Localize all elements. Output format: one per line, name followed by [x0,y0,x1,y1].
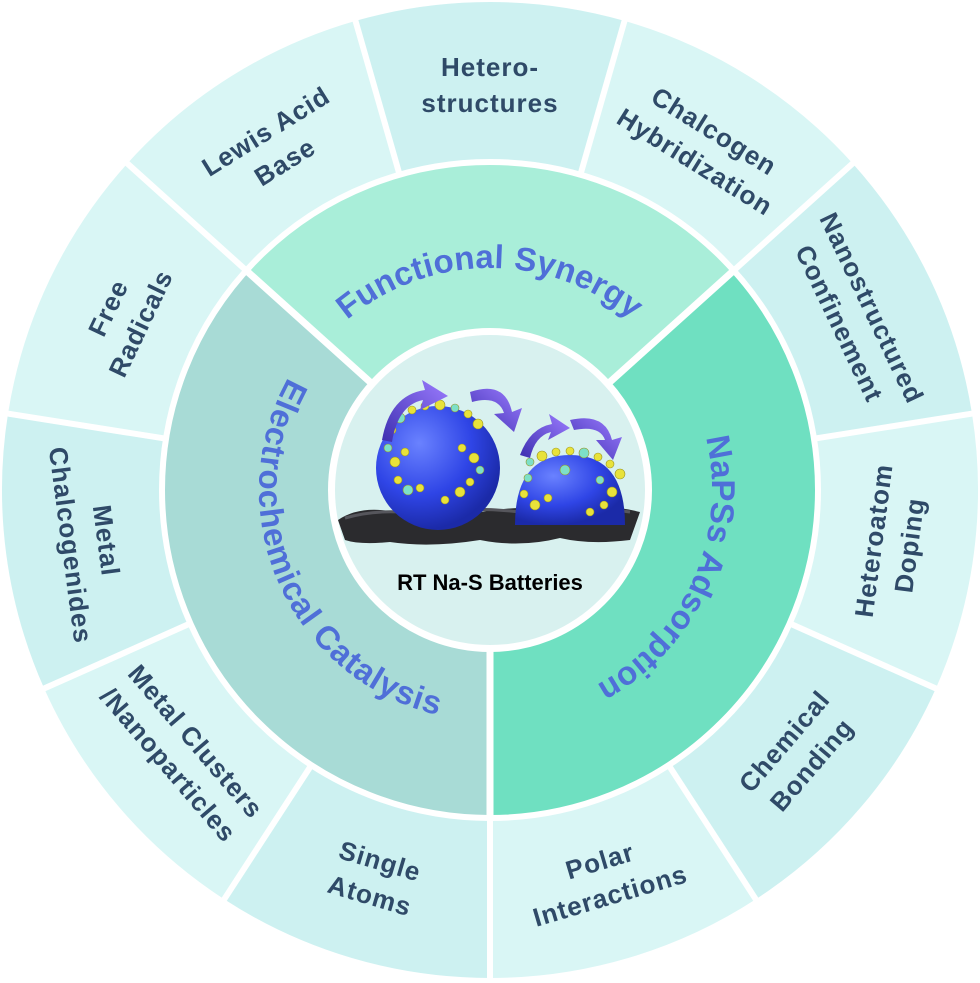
outer-divider [41,620,192,693]
outer-divider [666,763,760,903]
ring-border [159,159,821,821]
outer-divider [220,763,314,903]
sulfur-atom [463,409,473,419]
outer-segment-single-atoms [224,765,490,978]
conversion-arrow-icon [470,388,522,432]
category-divider [602,267,737,389]
sulfur-atom [614,468,626,480]
sulfur-atom [465,477,475,487]
category-divider [243,267,378,389]
sulfur-atom [407,405,417,415]
sulfur-atom [606,486,618,498]
outer-segment-nanostructured-confinement [733,163,972,439]
conversion-arrow-icon [570,418,622,460]
sulfur-atom [578,447,590,459]
category-segment-adsorption [490,270,818,818]
sulfur-atom [393,475,403,485]
sulfur-atom [593,452,603,462]
outer-label-line: Hetero- [441,52,539,82]
outer-divider [352,18,403,176]
sulfur-atom [543,493,553,503]
center-title: RT Na-S Batteries [397,570,583,595]
conversion-arrow-icon [382,380,448,442]
outer-divider [5,410,167,442]
sulfur-atom [519,489,529,499]
sulfur-atom [525,457,535,467]
sulfur-atom [523,473,533,483]
outer-label-line: structures [421,88,558,118]
outer-divider [577,18,628,176]
outer-divider [813,410,975,442]
sulfur-atom [551,447,561,457]
outer-label-hetero-structures: Hetero-structures [421,52,558,118]
sulfur-atom [400,447,410,457]
sulfur-atom [415,483,425,493]
sulfur-atom [472,418,484,430]
sulfur-atom [468,452,480,464]
sulfur-atom [475,465,485,475]
outer-segment-metal-chalcogenides [1,413,191,689]
ring-separators [5,18,975,980]
sulfur-atom [595,475,605,485]
outer-segment-hetero-structures [355,1,625,175]
outer-divider [123,159,249,273]
outer-segment-free-radicals [8,163,247,439]
outer-segment-heteroatom-doping [789,413,978,689]
sulfur-atom [605,459,615,469]
sulfur-atom [440,495,450,505]
sulfur-atom [389,456,401,468]
sulfur-atom [402,484,414,496]
sulfur-atom [450,403,460,413]
sodium-polysulfide-particles-illustration [338,380,640,545]
outer-segment-metal-clusters-nanoparticles [44,623,312,900]
large-nanoparticle [376,406,500,530]
sulfur-atom [585,507,595,517]
outer-segment-lewis-acid-base [127,20,400,271]
sulfur-atom [599,500,609,510]
outer-segment-polar-interactions [490,765,756,978]
conversion-arrow-icon [520,414,570,458]
outer-segment-chalcogen-hybridization [580,20,853,271]
sulfur-atom [529,499,541,511]
sulfur-atom [536,450,548,462]
hub-border [328,328,652,652]
sulfur-atom [383,443,393,453]
outer-divider [731,159,857,273]
outer-segment-chemical-bonding [668,623,936,900]
category-segment-catalysis [162,270,491,818]
sulfur-atom [454,486,466,498]
sulfur-atom [559,464,571,476]
category-segment-functional [246,162,734,383]
outer-divider [788,620,939,693]
sulfur-atom [565,446,575,456]
sulfur-atom [457,443,467,453]
center-hub: RT Na-S Batteries [335,335,645,645]
small-nanoparticle [515,455,625,525]
